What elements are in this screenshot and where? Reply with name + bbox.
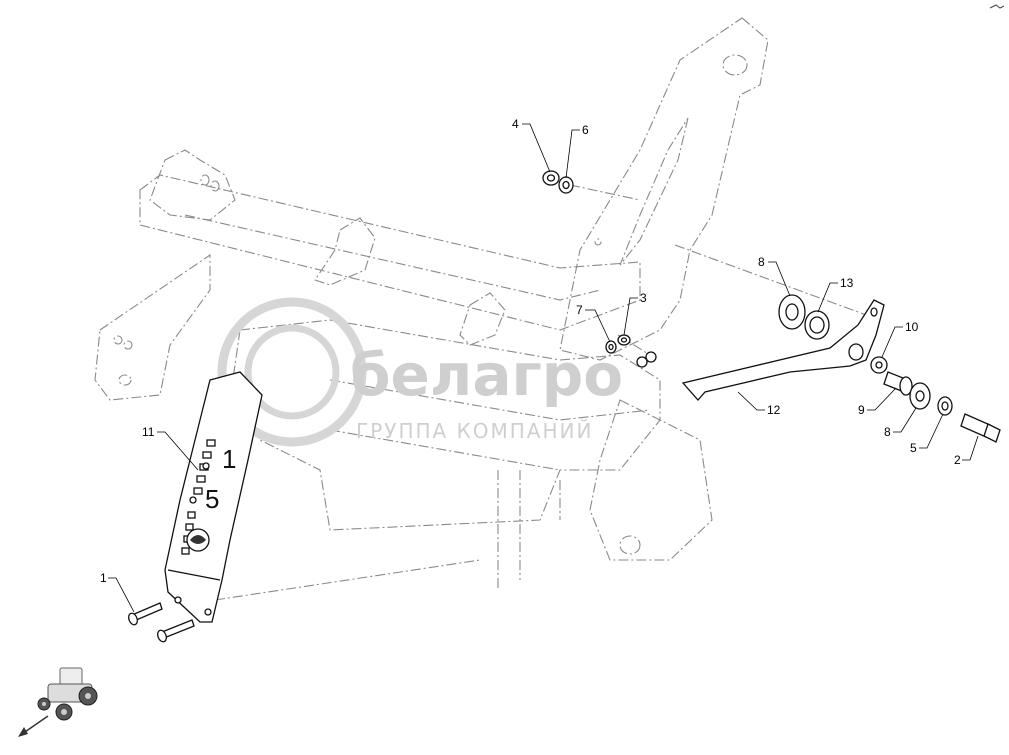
callout-11: 11 [142, 425, 155, 439]
corner-mark-icon [989, 4, 1005, 9]
frame-left-ear-hole-1 [200, 174, 210, 186]
leader-6 [565, 129, 580, 179]
callout-6: 6 [582, 123, 589, 137]
leader-7 [585, 309, 611, 343]
frame-left-ear [149, 149, 236, 221]
part-6-washer [558, 176, 574, 194]
plate-slot [202, 451, 212, 459]
part-5-washer [937, 396, 953, 416]
guide-line-plate [214, 559, 481, 601]
cover-plate-outline [164, 371, 263, 623]
plate-crest-icon [186, 528, 210, 552]
callout-7: 7 [576, 303, 583, 317]
plate-slot [187, 511, 196, 519]
leader-11 [157, 431, 199, 471]
frame-left-hole-2 [123, 340, 133, 350]
plate-mount-hole [174, 596, 182, 604]
part-13-bushing [804, 310, 830, 340]
cover-plate-bend-line [167, 569, 221, 581]
leader-5 [919, 413, 944, 449]
plate-mount-hole [204, 608, 212, 616]
callout-9: 9 [858, 403, 865, 417]
frame-drop-rods [497, 470, 561, 590]
frame-crossbeam-top [184, 214, 601, 301]
frame-hole-small [594, 238, 602, 246]
frame-upright-hole [722, 54, 748, 76]
frame-upright-plate [559, 17, 769, 361]
extra-nuts [636, 351, 657, 368]
plate-slot [196, 475, 206, 483]
watermark-tagline: ГРУППА КОМПАНИЙ [356, 419, 593, 443]
bolt-1b [157, 619, 195, 643]
part-9-bushing [883, 371, 913, 396]
watermark: белагро ГРУППА КОМПАНИЙ [217, 297, 623, 447]
frame-upright-slot [619, 117, 689, 266]
frame-left-hole-1 [113, 335, 123, 345]
frame-ghost [94, 17, 881, 601]
frame-left-lower-plate [94, 253, 211, 401]
part-8a-washer [778, 294, 806, 330]
leader-4 [522, 123, 551, 173]
frame-body-inner [329, 379, 651, 471]
leader-10 [881, 326, 903, 358]
plate-slot [181, 547, 190, 555]
plate-slot [206, 439, 216, 447]
callout-2: 2 [954, 453, 961, 467]
callout-4: 4 [512, 117, 519, 131]
watermark-inner-ring [244, 324, 340, 420]
part-4-nut [542, 170, 560, 186]
bolt-1a [128, 602, 163, 626]
plate-slot [193, 487, 203, 495]
callout-1: 1 [100, 571, 107, 585]
callout-8-bottom: 8 [884, 425, 891, 439]
part-3-nut [617, 334, 631, 346]
plate-slot [185, 523, 194, 531]
callout-5: 5 [910, 441, 917, 455]
guide-line-upper [569, 184, 881, 356]
frame-rear-housing [589, 399, 713, 561]
leader-1 [108, 577, 135, 613]
callout-3: 3 [640, 291, 647, 305]
plate-marking-top: 1 [222, 444, 236, 474]
frame-left-hole-3 [118, 374, 132, 386]
frame-main-body [229, 319, 661, 531]
lever-body [681, 299, 885, 401]
tractor-orientation-icon [37, 667, 98, 721]
lever-pivot-hole [848, 343, 864, 361]
part-10-spacer [870, 356, 888, 374]
frame-left-ear-hole-2 [210, 180, 220, 192]
leader-3 [623, 297, 638, 336]
callout-labels: 4 6 7 3 8 13 10 9 8 5 2 12 11 1 [100, 117, 961, 585]
leader-12 [737, 391, 765, 411]
plate-hole [189, 496, 197, 504]
watermark-ring [217, 297, 367, 447]
lever-top-hole [870, 307, 878, 317]
part-12-lever [681, 299, 885, 401]
callout-13: 13 [840, 276, 854, 290]
leader-9 [867, 387, 897, 411]
leader-13 [817, 282, 838, 313]
frame-crossbeam [139, 174, 641, 331]
leader-8b [893, 407, 917, 433]
frame-mid-tab-2 [459, 292, 506, 346]
leader-2 [962, 435, 979, 461]
callout-12: 12 [767, 403, 781, 417]
part-1-bolts [128, 602, 195, 643]
callout-8-top: 8 [758, 255, 765, 269]
callout-10: 10 [905, 320, 919, 334]
frame-rear-hole [619, 535, 641, 555]
direction-arrow-icon [18, 715, 49, 737]
leader-lines [108, 123, 979, 613]
part-7-washer [605, 340, 617, 354]
leader-8a [768, 261, 791, 297]
plate-hole [202, 462, 210, 470]
frame-mid-tab-1 [314, 217, 376, 286]
part-8b-washer [909, 382, 931, 410]
watermark-brand: белагро [350, 341, 623, 409]
part-2-bolt [960, 413, 1001, 443]
part-11-cover-plate: 1 5 [164, 371, 263, 623]
plate-marking-bottom: 5 [205, 484, 219, 514]
